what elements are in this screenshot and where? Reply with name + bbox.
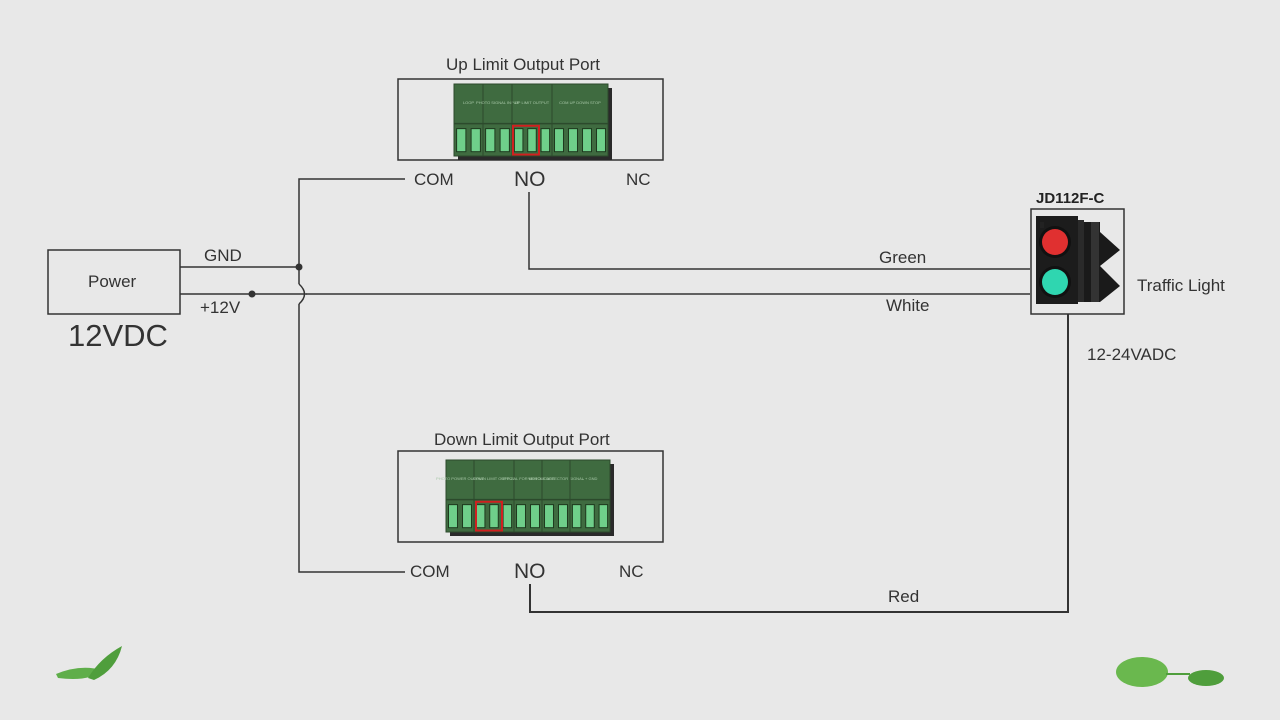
plus12v-junction-dot	[248, 290, 256, 298]
terminal-slot	[489, 504, 499, 529]
red-wire	[529, 314, 1069, 613]
terminal-slot	[470, 128, 481, 153]
up-port-title: Up Limit Output Port	[446, 55, 601, 74]
traffic-light-label: Traffic Light	[1137, 276, 1225, 295]
terminal-slot	[456, 128, 467, 153]
green-wire-label: Green	[879, 248, 927, 267]
terminal-slot	[571, 504, 582, 529]
down-port-title: Down Limit Output Port	[434, 430, 610, 449]
red-wire-label: Red	[888, 587, 920, 606]
terminal-block-label: - + GND	[583, 476, 598, 481]
traffic-light-icon	[1036, 216, 1120, 304]
gnd-label: GND	[204, 246, 242, 265]
terminal-slot	[527, 128, 537, 153]
terminal-slot	[544, 504, 554, 529]
terminal-slot	[530, 504, 540, 529]
green-wire	[528, 192, 1030, 270]
white-wire-label: White	[886, 296, 930, 315]
down-no-label: NO	[514, 560, 546, 583]
terminal-slot	[448, 504, 458, 529]
terminal-block-label: SPECIAL FOR MOTORCADE	[501, 476, 555, 481]
com-bus-lower	[298, 304, 405, 573]
terminal-slot	[568, 128, 578, 153]
terminal-slot	[596, 128, 606, 153]
terminal-block-label: LOOP	[463, 100, 474, 105]
com-bus-upper	[298, 178, 405, 284]
highlight-frame	[475, 500, 503, 532]
terminal-block-label: PHOTO SIGNAL INPUT	[476, 100, 519, 105]
up-no-label: NO	[514, 168, 546, 191]
up-com-label: COM	[414, 170, 454, 189]
up-nc-label: NC	[626, 170, 651, 189]
terminal-block-label: VEHICLE DETECTOR SIGNAL	[528, 476, 585, 481]
traffic-light-model: JD112F-C	[1036, 190, 1105, 207]
traffic-light-voltage: 12-24VADC	[1087, 345, 1177, 364]
terminal-slot	[475, 504, 486, 529]
down-port-box	[397, 450, 664, 543]
power-voltage: 12VDC	[68, 318, 168, 353]
terminal-block-label: COM UP DOWN STOP	[559, 100, 601, 105]
terminal-block-label: DOWN LIMIT OUTPUT	[473, 476, 515, 481]
terminal-block-label: PHOTO POWER OUTPUT	[436, 476, 484, 481]
highlight-frame	[512, 124, 540, 156]
plus12v-label: +12V	[200, 298, 241, 317]
terminal-slot	[499, 128, 510, 153]
terminal-block-label: UP LIMIT OUTPUT	[515, 100, 550, 105]
terminal-slot	[513, 128, 524, 153]
terminal-slot	[516, 504, 526, 529]
traffic-light-box	[1030, 208, 1125, 315]
down-com-label: COM	[410, 562, 450, 581]
terminal-slot	[582, 128, 592, 153]
terminal-slot	[598, 504, 609, 529]
terminal-slot	[554, 128, 564, 153]
terminal-slot	[485, 128, 496, 153]
terminal-slot	[462, 504, 472, 529]
down-nc-label: NC	[619, 562, 644, 581]
leaf-decoration-left	[56, 646, 122, 680]
com-bus-hop	[298, 283, 306, 305]
terminal-slot	[540, 128, 551, 153]
terminal-slot	[585, 504, 595, 529]
leaf-decoration-right	[1116, 657, 1224, 687]
terminal-slot	[502, 504, 513, 529]
power-label: Power	[88, 272, 137, 291]
power-box	[47, 249, 181, 315]
terminal-slot	[558, 504, 568, 529]
